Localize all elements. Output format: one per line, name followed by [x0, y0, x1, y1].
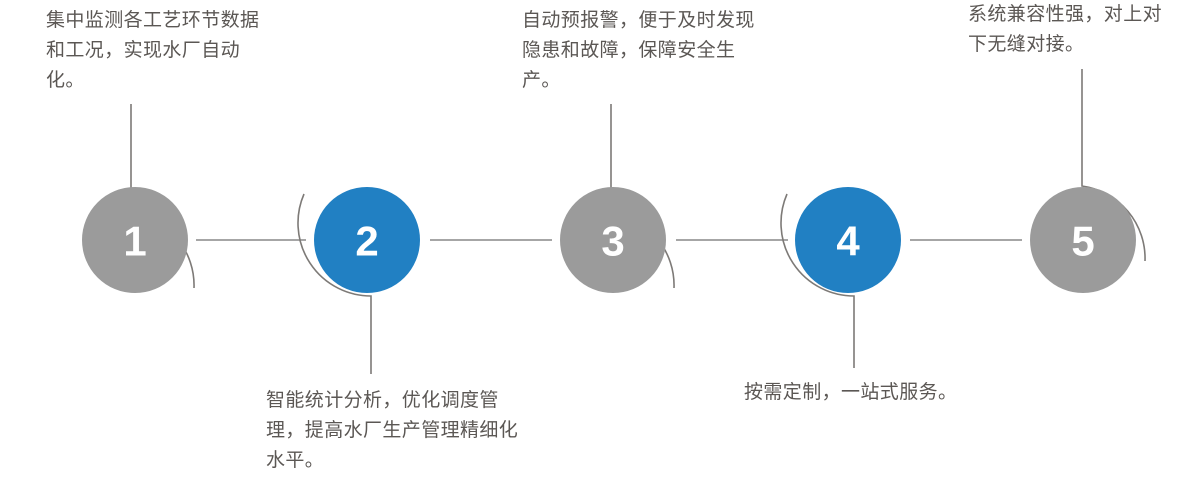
- step-circle-4[interactable]: [795, 187, 901, 293]
- step-number-2: 2: [355, 218, 378, 265]
- step-node-5[interactable]: 5: [1030, 187, 1136, 293]
- step-node-1[interactable]: 1: [82, 187, 188, 293]
- step-circle-2[interactable]: [314, 187, 420, 293]
- step-number-3: 3: [601, 218, 624, 265]
- step-number-5: 5: [1071, 218, 1094, 265]
- step-circle-5[interactable]: [1030, 187, 1136, 293]
- step-node-4[interactable]: 4: [795, 187, 901, 293]
- step-caption-2: 智能统计分析，优化调度管理，提高水厂生产管理精细化水平。: [266, 390, 519, 471]
- leader-line-4: [780, 193, 855, 368]
- step-number-1: 1: [123, 218, 146, 265]
- step-number-4: 4: [836, 218, 860, 265]
- step-node-2[interactable]: 2: [314, 187, 420, 293]
- step-nodes: 1 2 3 4 5: [82, 187, 1136, 293]
- leader-line-2: [297, 193, 372, 374]
- step-circle-3[interactable]: [560, 187, 666, 293]
- step-node-3[interactable]: 3: [560, 187, 666, 293]
- step-circle-1[interactable]: [82, 187, 188, 293]
- step-caption-1: 集中监测各工艺环节数据和工况，实现水厂自动化。: [46, 10, 260, 91]
- step-caption-4: 按需定制，一站式服务。: [744, 382, 958, 403]
- step-caption-5: 系统兼容性强，对上对下无缝对接。: [968, 4, 1163, 55]
- step-caption-3: 自动预报警，便于及时发现隐患和故障，保障安全生产。: [522, 10, 755, 91]
